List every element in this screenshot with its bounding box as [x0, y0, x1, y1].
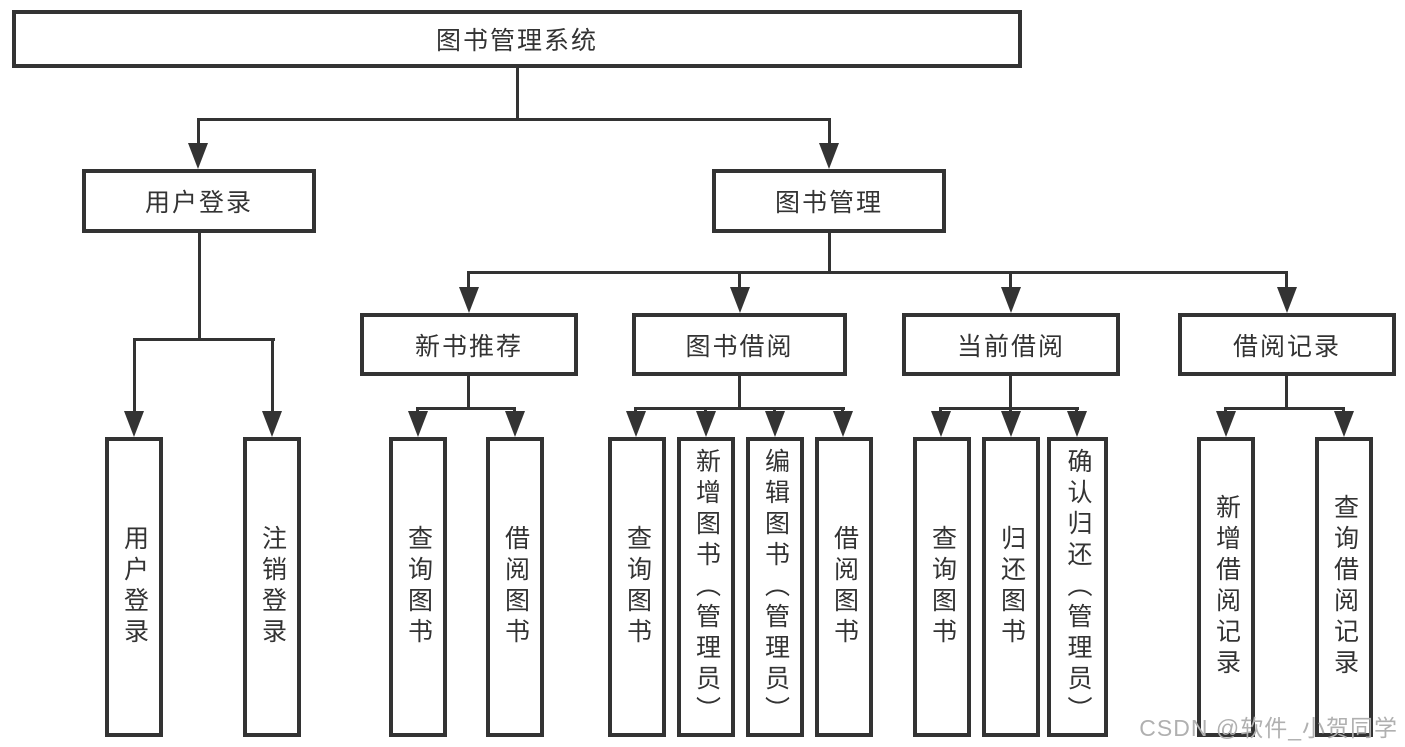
arrowhead: [931, 411, 951, 437]
node-book-borrowing: 图书借阅: [632, 313, 847, 376]
csdn-watermark: CSDN @软件_小贺同学: [1139, 715, 1398, 741]
node-borrow-books-leaf: 借阅图书: [815, 437, 873, 737]
arrowhead: [1216, 411, 1236, 437]
connector: [197, 118, 200, 146]
arrowhead: [262, 411, 282, 437]
connector: [197, 118, 831, 121]
connector: [516, 68, 519, 120]
node-library-management-system: 图书管理系统: [12, 10, 1022, 68]
arrowhead: [1277, 287, 1297, 313]
node-borrow-books-recommend: 借阅图书: [486, 437, 544, 737]
node-user-login: 用户登录: [82, 169, 316, 233]
node-new-book-recommendation: 新书推荐: [360, 313, 578, 376]
arrowhead: [1334, 411, 1354, 437]
node-return-books: 归还图书: [982, 437, 1040, 737]
arrowhead: [124, 411, 144, 437]
node-logout-login: 注销登录: [243, 437, 301, 737]
connector: [635, 407, 845, 410]
connector: [1009, 376, 1012, 409]
connector: [467, 376, 470, 409]
connector: [828, 233, 831, 273]
connector: [133, 338, 275, 341]
arrowhead: [1001, 287, 1021, 313]
node-confirm-return-admin: 确认归还（管理员）: [1047, 437, 1108, 737]
arrowhead: [459, 287, 479, 313]
connector: [198, 233, 201, 340]
node-user-login-leaf: 用户登录: [105, 437, 163, 737]
connector: [468, 271, 1288, 274]
arrowhead: [833, 411, 853, 437]
node-query-books-borrowing: 查询图书: [608, 437, 666, 737]
connector: [271, 338, 274, 413]
arrowhead: [626, 411, 646, 437]
connector: [1009, 271, 1012, 289]
arrowhead: [696, 411, 716, 437]
node-add-borrow-record: 新增借阅记录: [1197, 437, 1255, 737]
connector: [467, 271, 470, 289]
node-query-books-recommend: 查询图书: [389, 437, 447, 737]
connector: [1225, 407, 1345, 410]
arrowhead: [819, 143, 839, 169]
connector: [133, 338, 136, 413]
connector: [1285, 376, 1288, 409]
arrowhead: [408, 411, 428, 437]
arrowhead: [765, 411, 785, 437]
node-edit-books-admin: 编辑图书（管理员）: [746, 437, 804, 737]
arrowhead: [505, 411, 525, 437]
node-book-management: 图书管理: [712, 169, 946, 233]
node-query-books-current: 查询图书: [913, 437, 971, 737]
arrowhead: [188, 143, 208, 169]
connector: [738, 271, 741, 289]
node-query-borrow-record: 查询借阅记录: [1315, 437, 1373, 737]
node-current-borrowing: 当前借阅: [902, 313, 1120, 376]
connector: [828, 118, 831, 146]
arrowhead: [1001, 411, 1021, 437]
connector: [738, 376, 741, 409]
node-add-books-admin: 新增图书（管理员）: [677, 437, 735, 737]
arrowhead: [730, 287, 750, 313]
connector: [1285, 271, 1288, 289]
arrowhead: [1067, 411, 1087, 437]
connector: [417, 407, 516, 410]
node-borrowing-records: 借阅记录: [1178, 313, 1396, 376]
